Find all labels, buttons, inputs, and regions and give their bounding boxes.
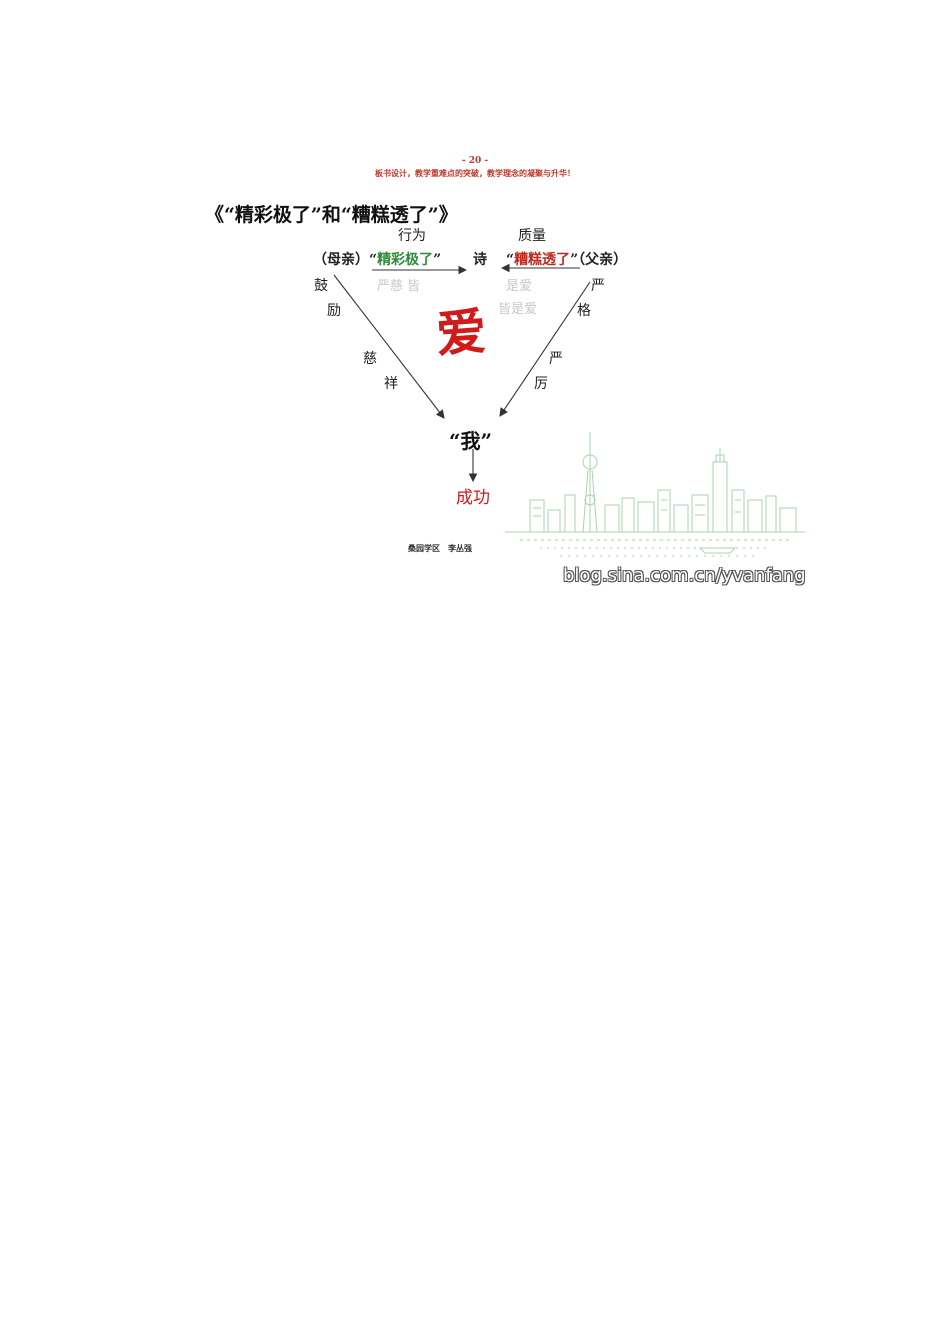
quality-label: 质量 [518,228,546,244]
mother-node: （母亲）“精彩极了” [313,249,441,269]
page-motto: 板书设计，教学重难点的突破，教学理念的凝聚与升华！ [375,168,575,178]
father-node: “糟糕透了”（父亲） [506,249,627,269]
father-phrase: 糟糕透了 [514,252,571,268]
father-open: “ [506,252,515,268]
behavior-label: 行为 [398,228,426,244]
page-number: - 20 - [461,156,489,166]
faint-text-left: 严慈 皆 [377,279,421,294]
me-node: “我” [449,429,493,453]
right-word-1-char-2: 格 [577,303,591,319]
love-center: 爱 [434,301,489,364]
lesson-title: 《“精彩极了”和“糟糕透了”》 [205,204,458,226]
success-node: 成功 [456,488,490,508]
mother-open: （母亲）“ [313,252,378,268]
faint-text-right-bottom: 皆是爱 [498,302,538,317]
right-word-1-char-1: 严 [591,278,605,294]
father-close: ”（父亲） [570,252,628,268]
faint-text-right-top: 是爱 [506,279,533,294]
author-credit: 桑园学区 李丛强 [408,543,472,553]
left-word-2-char-1: 慈 [363,351,377,367]
blog-watermark: blog.sina.com.cn/yvanfang [563,565,806,586]
poem-node: 诗 [473,252,487,268]
city-skyline-illustration [505,432,805,557]
mother-close: ” [433,252,442,268]
left-word-1-char-2: 励 [327,303,341,319]
left-word-2-char-2: 祥 [384,376,398,392]
right-word-2-char-2: 厉 [534,376,548,392]
left-word-1-char-1: 鼓 [314,278,328,294]
mother-phrase: 精彩极了 [377,252,434,268]
right-word-2-char-1: 严 [549,351,563,367]
